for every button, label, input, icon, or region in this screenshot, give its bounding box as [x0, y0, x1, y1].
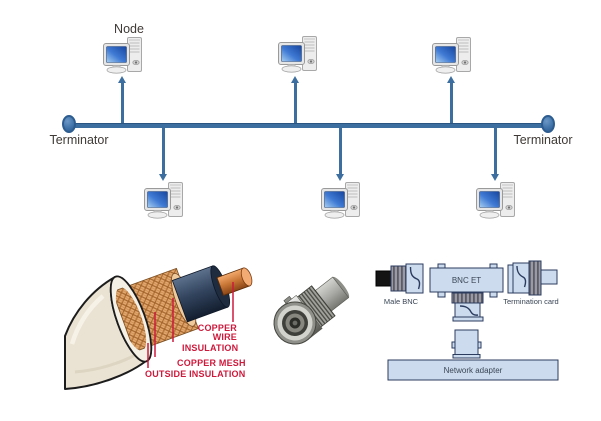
network-adapter-label: Network adapter — [444, 366, 503, 375]
drop-line — [294, 82, 297, 123]
terminator-left-dot — [62, 115, 76, 133]
computer-node-icon — [275, 35, 321, 82]
bnc-t-connector-diagram: Male BNC BNC ET Termination card — [375, 260, 559, 381]
terminator-right-dot — [541, 115, 555, 133]
drop-line — [339, 127, 342, 175]
male-bnc-connector — [375, 263, 424, 294]
arrowhead-up-icon — [291, 76, 299, 83]
computer-node-icon — [141, 181, 187, 228]
arrowhead-up-icon — [447, 76, 455, 83]
coax-shade-streak — [74, 352, 138, 374]
male-bnc-label: Male BNC — [384, 297, 419, 306]
bnc-et-connector — [429, 263, 504, 322]
drop-line — [121, 82, 124, 123]
insulation-label: INSULATION — [182, 343, 238, 353]
outside-insulation-label: OUTSIDE INSULATION — [145, 369, 245, 379]
computer-node-icon — [318, 181, 364, 228]
arrowhead-down-icon — [336, 174, 344, 181]
computer-node-icon — [473, 181, 519, 228]
drop-line — [494, 127, 497, 175]
arrowhead-up-icon — [118, 76, 126, 83]
arrowhead-down-icon — [159, 174, 167, 181]
drop-line — [450, 82, 453, 123]
coax-cable-cutaway: COPPER WIRE INSULATION COPPER MESH OUTSI… — [64, 265, 253, 390]
network-adapter-connector — [387, 329, 559, 381]
drop-line — [162, 127, 165, 175]
bnc-connector-photo — [273, 276, 350, 345]
coax-cut-layers — [109, 265, 253, 363]
termination-card-connector — [507, 260, 558, 296]
leader-lines — [147, 282, 234, 368]
bus-cable-line — [69, 123, 548, 128]
terminator-left-label: Terminator — [49, 133, 109, 147]
copper-wire-label-line1: COPPER — [198, 323, 238, 333]
bnc-front-face — [273, 301, 317, 345]
copper-mesh-label: COPPER MESH — [177, 358, 246, 368]
termination-card-label: Termination card — [503, 297, 558, 306]
coax-highlight-streak — [69, 294, 105, 345]
arrowhead-down-icon — [491, 174, 499, 181]
bnc-et-label: BNC ET — [452, 276, 481, 285]
copper-wire-label-line2: WIRE — [213, 332, 237, 342]
node-label: Node — [114, 22, 144, 36]
terminator-right-label: Terminator — [513, 133, 573, 147]
